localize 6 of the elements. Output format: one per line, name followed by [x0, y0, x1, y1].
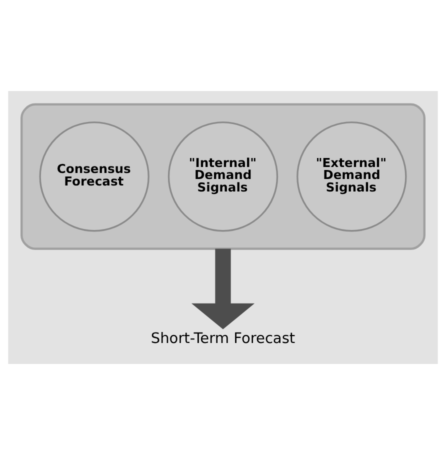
node-circle: "Internal" Demand Signals [168, 122, 278, 232]
node-text: Short-Term Forecast [150, 331, 296, 348]
arrow [191, 248, 255, 330]
cluster [20, 103, 426, 250]
node-circle: Consensus Forecast [39, 122, 150, 232]
node-circle: "External" Demand Signals [296, 122, 407, 232]
